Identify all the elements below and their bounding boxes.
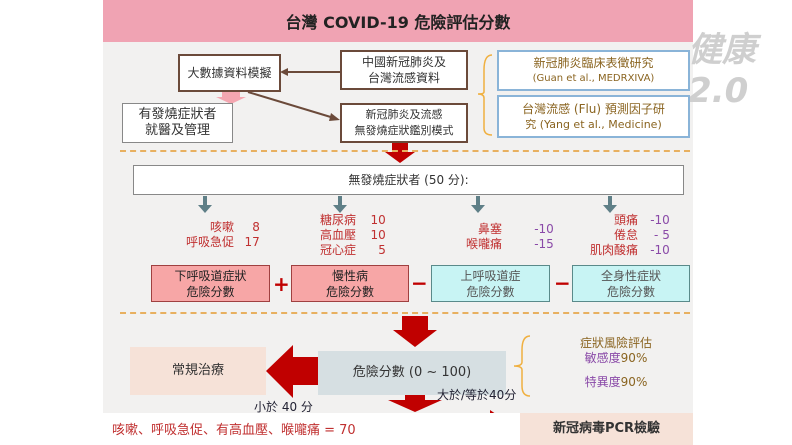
assess-label: 症狀風險評估 xyxy=(579,336,652,350)
risk-assessment-summary: 症狀風險評估 敏感度90% 特異度90% xyxy=(566,336,666,390)
routine-label: 常規治療 xyxy=(171,363,224,378)
box-label: 全身性症狀 xyxy=(600,268,661,283)
study-yang-box: 台灣流感 (Flu) 預測因子研究 (Yang et al., Medicine… xyxy=(497,95,690,138)
item-name: 肌肉酸痛 xyxy=(589,243,638,257)
item-score: 8 xyxy=(252,220,260,234)
item-score: 10 xyxy=(370,213,386,227)
example-strip xyxy=(103,413,523,445)
lower-resp-list: 咳嗽 8 呼吸急促 17 xyxy=(172,220,262,250)
specificity-value: 90% xyxy=(620,375,648,389)
above-40-label: 大於/等於40分 xyxy=(437,388,517,402)
fever-management-box: 有發燒症狀者就醫及管理 xyxy=(122,103,233,143)
item-score: -10 xyxy=(534,222,554,236)
lower-resp-score-box: 下呼吸道症狀危險分數 xyxy=(151,265,270,302)
sensitivity-label: 敏感度 xyxy=(584,351,621,365)
plus-operator: + xyxy=(273,272,290,296)
item-name: 倦怠 xyxy=(613,228,638,242)
item-score: - 5 xyxy=(654,228,670,242)
model-line1: 新冠肺炎及流感 xyxy=(365,108,443,121)
data-source-line2: 台灣流感資料 xyxy=(367,71,440,85)
item-name: 呼吸急促 xyxy=(185,235,234,249)
model-line2: 無發燒症狀鑑別模式 xyxy=(354,124,454,137)
data-source-box: 中國新冠肺炎及台灣流感資料 xyxy=(340,50,468,90)
item-name: 鼻塞 xyxy=(477,222,502,236)
systemic-list: 頭痛 -10 倦怠 - 5 肌肉酸痛 -10 xyxy=(580,213,690,258)
box-label: 危險分數 xyxy=(466,284,515,299)
item-score: -10 xyxy=(650,213,670,227)
item-score: -10 xyxy=(650,243,670,257)
differentiation-model-box: 新冠肺炎及流感無發燒症狀鑑別模式 xyxy=(340,103,468,143)
sensitivity-value: 90% xyxy=(620,351,648,365)
fever-line1: 有發燒症狀者 xyxy=(138,107,217,122)
page-title: 台灣 COVID-19 危險評估分數 xyxy=(103,0,693,42)
item-score: -15 xyxy=(534,237,554,251)
routine-treatment-box: 常規治療 xyxy=(130,347,266,395)
big-data-simulation-box: 大數據資料模擬 xyxy=(178,54,281,92)
specificity-label: 特異度 xyxy=(584,375,621,389)
study-guan-title: 新冠肺炎臨床表徵研究 xyxy=(533,55,654,70)
divider-bottom xyxy=(120,312,690,314)
item-score: 5 xyxy=(378,243,386,257)
systemic-score-box: 全身性症狀危險分數 xyxy=(572,265,690,302)
fever-line2: 就醫及管理 xyxy=(144,123,210,138)
minus-operator: − xyxy=(554,271,571,295)
upper-resp-list: 鼻塞 -10 喉嚨痛 -15 xyxy=(452,222,562,252)
below-40-label: 小於 40 分 xyxy=(254,400,313,414)
study-guan-cite: (Guan et al., MEDRXIVA) xyxy=(532,72,655,84)
logo-watermark: 健康2.0 xyxy=(688,30,756,111)
risk-label: 危險分數 (0 ~ 100) xyxy=(352,365,472,380)
box-label: 危險分數 xyxy=(325,284,374,299)
study-yang-title: 台灣流感 (Flu) 預測因子研 xyxy=(522,101,665,116)
pcr-label: 新冠病毒PCR檢驗 xyxy=(552,421,661,436)
divider-top xyxy=(120,150,690,152)
item-name: 高血壓 xyxy=(319,228,356,242)
item-score: 17 xyxy=(244,235,260,249)
risk-score-box: 危險分數 (0 ~ 100) xyxy=(318,351,506,395)
big-data-label: 大數據資料模擬 xyxy=(187,66,272,80)
box-label: 下呼吸道症狀 xyxy=(174,268,247,283)
item-name: 咳嗽 xyxy=(209,220,234,234)
example-calculation: 咳嗽、呼吸急促、有高血壓、喉嚨痛 = 70 xyxy=(112,423,356,438)
box-label: 危險分數 xyxy=(186,284,235,299)
item-name: 冠心症 xyxy=(319,243,356,257)
no-fever-box: 無發燒症狀者 (50 分): xyxy=(133,165,684,195)
chronic-list: 糖尿病 10 高血壓 10 冠心症 5 xyxy=(312,213,402,258)
item-name: 糖尿病 xyxy=(319,213,356,227)
study-yang-cite: 究 (Yang et al., Medicine) xyxy=(525,117,662,131)
item-name: 喉嚨痛 xyxy=(465,237,502,251)
box-label: 危險分數 xyxy=(606,284,655,299)
no-fever-label: 無發燒症狀者 (50 分): xyxy=(348,173,469,187)
chronic-score-box: 慢性病危險分數 xyxy=(291,265,409,302)
item-name: 頭痛 xyxy=(613,213,638,227)
study-guan-box: 新冠肺炎臨床表徵研究 (Guan et al., MEDRXIVA) xyxy=(497,50,690,91)
box-label: 慢性病 xyxy=(331,268,368,283)
data-source-line1: 中國新冠肺炎及 xyxy=(361,55,446,69)
box-label: 上呼吸道症 xyxy=(460,268,521,283)
pcr-test-box: 新冠病毒PCR檢驗 xyxy=(520,413,693,445)
item-score: 10 xyxy=(370,228,386,242)
upper-resp-score-box: 上呼吸道症危險分數 xyxy=(431,265,550,302)
minus-operator: − xyxy=(411,271,428,295)
